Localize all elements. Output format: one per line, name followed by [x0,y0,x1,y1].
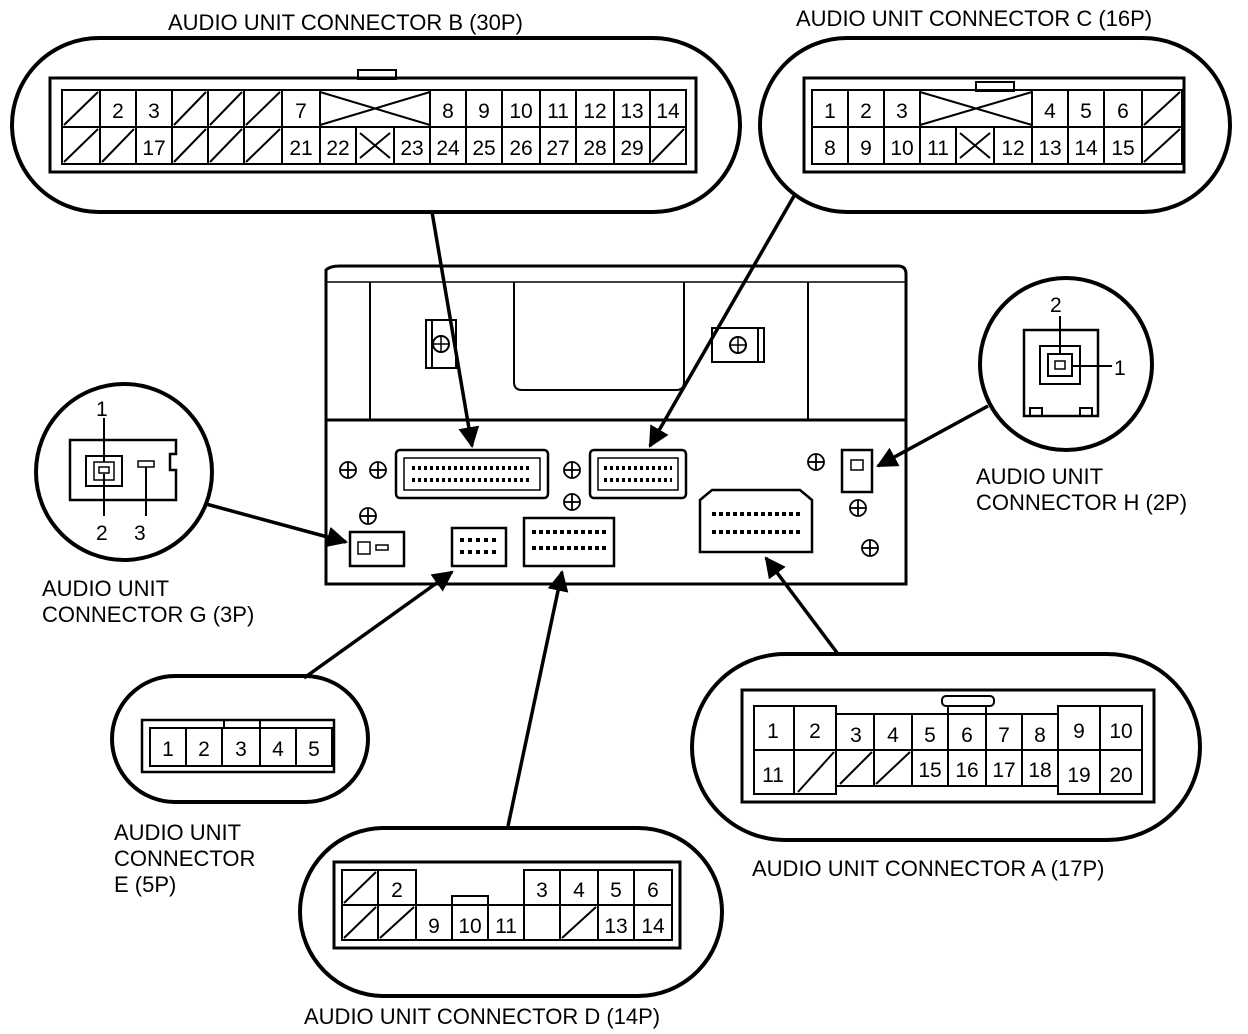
arrow-to-connector-e [302,570,454,680]
arrow-to-connector-d [506,569,569,827]
connector-e-pin: 3 [235,738,247,761]
connector-b-label: AUDIO UNIT CONNECTOR B (30P) [168,10,523,35]
connector-a-callout: 1 2 3 4 5 6 7 8 9 10 11 15 16 17 18 19 2… [690,652,1202,842]
connector-c-pin: 2 [860,100,872,123]
connector-g-callout: 1 2 3 [34,382,214,562]
connector-b-pin: 11 [547,100,569,123]
connector-d-label: AUDIO UNIT CONNECTOR D (14P) [304,1004,660,1029]
connector-c-pin: 9 [860,137,872,160]
connector-c-pin: 3 [896,100,908,123]
connector-g-pin: 2 [96,522,108,545]
connector-a-pin: 10 [1109,720,1132,743]
connector-d-pin: 5 [610,879,622,902]
connector-a-pin: 3 [850,724,862,747]
connector-h-pin: 2 [1050,294,1062,317]
connector-b-pin: 12 [583,100,606,123]
connector-a-pin: 8 [1034,724,1046,747]
connector-a-pin: 5 [924,724,936,747]
connector-a-pin: 4 [887,724,899,747]
connector-a-pin: 15 [918,759,941,782]
connector-a-pin: 16 [955,759,978,782]
connector-c-pin: 1 [824,100,836,123]
connector-b-pin: 27 [546,137,569,160]
arrow-to-connector-h [876,404,989,468]
connector-c-pin: 12 [1001,137,1024,160]
connector-c-pin: 5 [1080,100,1092,123]
connector-b-pin: 21 [289,137,312,160]
connector-c-pin: 6 [1117,100,1129,123]
connector-d-pin: 13 [604,915,627,938]
connector-b-pin: 8 [442,100,454,123]
connector-a-pin: 6 [961,724,973,747]
connector-e-label-line1: AUDIO UNIT [114,820,241,845]
arrow-to-connector-g [205,502,349,548]
connector-e-label-line3: E (5P) [114,872,176,897]
connector-c-pin: 13 [1038,137,1061,160]
connector-h-pin: 1 [1114,357,1126,380]
connector-e-label-line2: CONNECTOR [114,846,255,871]
connector-b-pin: 26 [509,137,532,160]
connector-b-pin: 10 [509,100,532,123]
connector-c-label: AUDIO UNIT CONNECTOR C (16P) [796,6,1152,31]
connector-g-label-line1: AUDIO UNIT [42,576,169,601]
connector-a-pin: 1 [767,720,779,743]
connector-b-pin: 7 [295,100,307,123]
connector-d-callout: 2 3 4 5 6 9 10 11 13 14 [298,826,724,998]
connector-h-label-line1: AUDIO UNIT [976,464,1103,489]
connector-c-pin: 15 [1111,137,1134,160]
connector-e-callout: 1 2 3 4 5 [110,674,370,804]
connector-b-pin: 24 [436,137,460,160]
connector-b-pin: 17 [142,137,165,160]
connector-b-pin: 22 [326,137,349,160]
connector-g-pin: 1 [96,398,108,421]
connector-a-pin: 17 [992,759,1015,782]
connector-b-pin: 28 [583,137,606,160]
connector-c-pin: 8 [824,137,836,160]
connector-d-pin: 14 [641,915,665,938]
connector-d-pin: 11 [495,915,517,938]
connector-a-pin: 7 [998,724,1010,747]
connector-d-pin: 6 [647,879,659,902]
connector-b-pin: 2 [112,100,124,123]
connector-h-label-line2: CONNECTOR H (2P) [976,490,1187,515]
connector-b-pin: 23 [400,137,423,160]
connector-a-pin: 9 [1073,720,1085,743]
connector-d-pin: 4 [573,879,585,902]
connector-b-pin: 13 [620,100,643,123]
connector-a-pin: 2 [809,720,821,743]
connector-e-pin: 1 [162,738,174,761]
connector-b-pin: 14 [656,100,680,123]
connector-c-pin: 10 [890,137,913,160]
connector-d-pin: 10 [458,915,481,938]
connector-h-callout: 2 1 [978,276,1154,452]
connector-g-label-line2: CONNECTOR G (3P) [42,602,254,627]
connector-d-pin: 9 [428,915,440,938]
connector-a-pin: 19 [1067,764,1090,787]
arrow-to-connector-a [764,556,840,656]
connector-b-callout: 2 3 7 8 9 10 11 12 13 14 17 21 22 23 24 … [10,36,742,214]
connector-b-pin: 9 [478,100,490,123]
connector-a-label: AUDIO UNIT CONNECTOR A (17P) [752,856,1104,881]
arrow-to-connector-b [430,211,480,449]
connector-c-pin: 4 [1044,100,1056,123]
connector-c-callout: 1 2 3 4 5 6 8 9 10 11 12 13 14 15 [758,36,1232,214]
connector-d-pin: 2 [391,879,403,902]
audio-unit-body [324,264,908,586]
connector-c-pin: 11 [927,137,949,160]
leader-arrows [205,195,989,827]
connector-b-pin: 3 [148,100,160,123]
connector-d-pin: 3 [536,879,548,902]
connector-e-pin: 4 [272,738,284,761]
connector-c-pin: 14 [1074,137,1098,160]
connector-a-pin: 18 [1028,759,1051,782]
connector-b-pin: 29 [620,137,643,160]
connector-g-pin: 3 [134,522,146,545]
arrow-to-connector-c [648,195,796,448]
connector-e-pin: 2 [198,738,210,761]
connector-e-pin: 5 [308,738,320,761]
connector-a-pin: 11 [762,764,784,787]
connector-a-pin: 20 [1109,764,1132,787]
connector-b-pin: 25 [472,137,495,160]
